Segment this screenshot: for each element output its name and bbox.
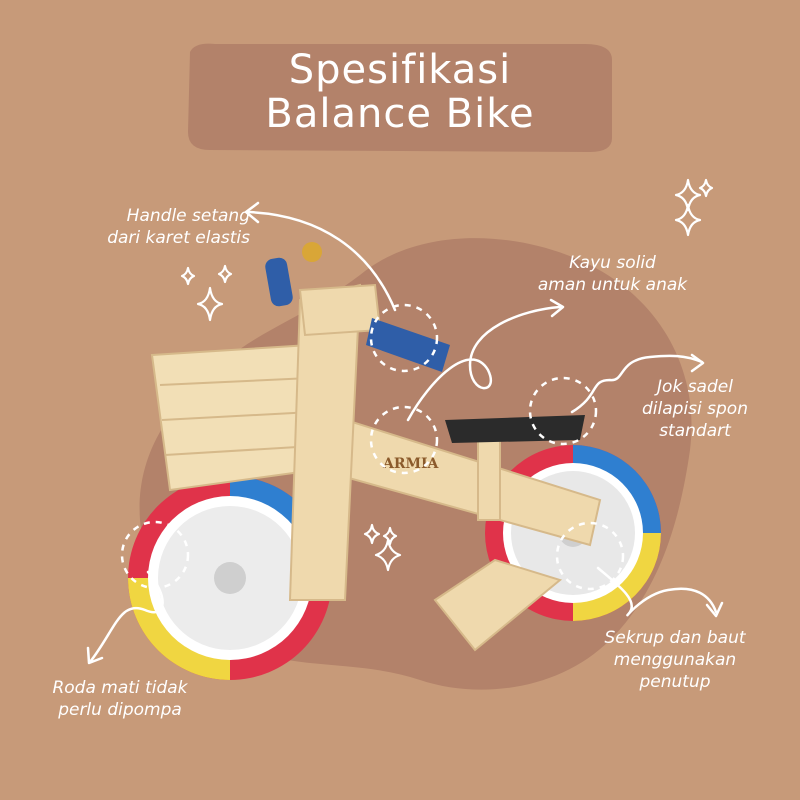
- dashed-circle-icon: [120, 520, 190, 590]
- sparkle-icon: [196, 286, 224, 322]
- title-line-1: Spesifikasi: [288, 47, 512, 93]
- dashed-circle-icon: [369, 405, 439, 475]
- arrow-icon: [570, 354, 704, 414]
- sparkle-icon: [217, 264, 233, 284]
- arrow-icon: [246, 210, 397, 312]
- annotation-line: Handle setang: [126, 206, 250, 226]
- annotation-line: Jok sadel: [657, 377, 733, 397]
- sparkle-icon: [674, 178, 702, 212]
- annotation-line: menggunakan: [613, 650, 737, 670]
- annotation-line: dilapisi spon: [642, 399, 748, 419]
- arrow-icon: [690, 353, 705, 373]
- annotation-wheel: Roda mati tidak perlu dipompa: [20, 677, 220, 721]
- annotation-line: standart: [659, 421, 731, 441]
- arrow-icon: [86, 646, 104, 665]
- title-banner: [188, 43, 612, 152]
- arrow-icon: [88, 570, 164, 664]
- sparkle-icon: [374, 538, 402, 572]
- dashed-circle-icon: [555, 521, 625, 591]
- annotation-line: aman untuk anak: [537, 275, 688, 295]
- annotation-line: penutup: [639, 672, 711, 692]
- arrow-icon: [549, 298, 565, 318]
- sparkle-icon: [363, 523, 381, 545]
- annotation-line: dari karet elastis: [107, 228, 250, 248]
- arrow-icon: [596, 566, 718, 617]
- arrow-icon: [244, 201, 260, 224]
- dashed-circle-icon: [369, 303, 439, 373]
- page-title: Spesifikasi Balance Bike: [200, 48, 600, 136]
- sparkle-icon: [674, 203, 702, 237]
- arrow-icon: [705, 601, 724, 618]
- annotation-line: perlu dipompa: [58, 700, 182, 720]
- arrow-icon: [406, 305, 562, 422]
- dashed-circle-icon: [528, 376, 598, 446]
- annotation-line: Kayu solid: [569, 253, 656, 273]
- brand-mark: ARMIA: [382, 456, 440, 472]
- annotation-wood: Kayu solid aman untuk anak: [505, 252, 720, 296]
- title-line-2: Balance Bike: [265, 91, 535, 137]
- annotation-line: Roda mati tidak: [52, 678, 188, 698]
- annotation-line: Sekrup dan baut: [604, 628, 746, 648]
- balance-bike: [128, 242, 661, 680]
- annotation-handle: Handle setang dari karet elastis: [40, 205, 250, 249]
- annotation-screws: Sekrup dan baut menggunakan penutup: [580, 627, 770, 693]
- annotation-seat: Jok sadel dilapisi spon standart: [620, 376, 770, 442]
- sparkle-icon: [180, 266, 196, 286]
- sparkle-icon: [698, 178, 714, 198]
